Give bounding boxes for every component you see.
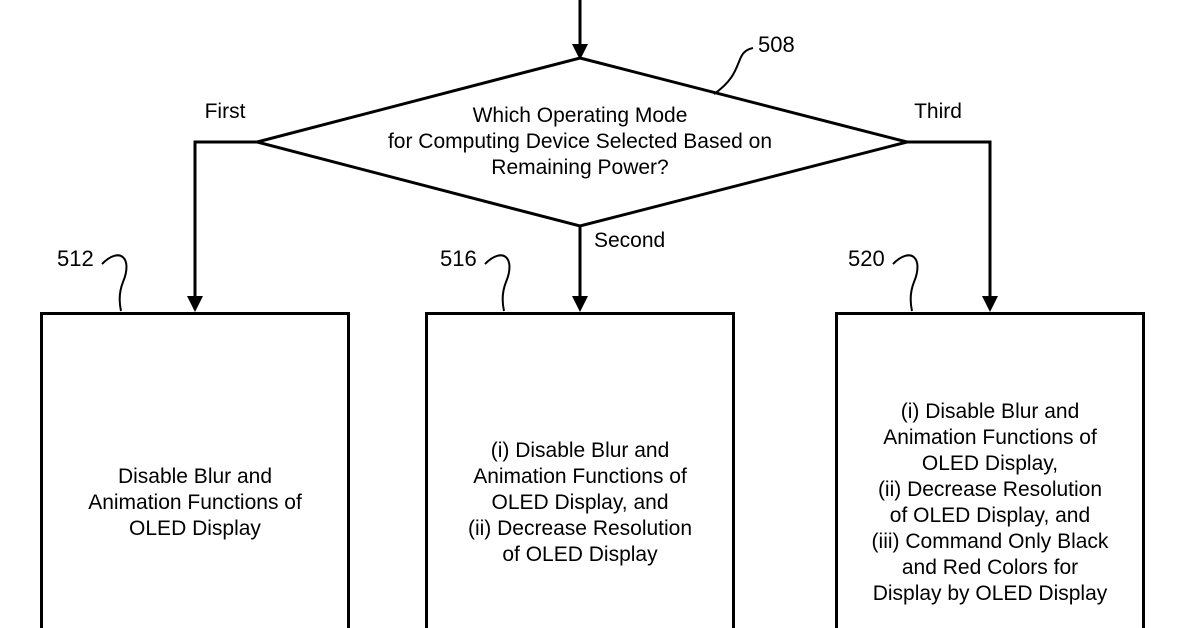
process-box-516: (i) Disable Blur and Animation Functions…	[425, 312, 735, 628]
process-box-520: (i) Disable Blur and Animation Functions…	[835, 312, 1145, 628]
process-box-516-text: (i) Disable Blur and Animation Functions…	[467, 439, 693, 566]
ref-label-516: 516	[440, 246, 477, 271]
branch-label-second: Second	[594, 229, 666, 252]
ref-label-512: 512	[57, 246, 94, 271]
ref-line-516	[484, 254, 511, 312]
ref-line-508	[713, 47, 754, 95]
process-box-512-text: Disable Blur and Animation Functions of …	[88, 465, 302, 540]
branch-label-third: Third	[914, 100, 962, 123]
process-box-520-text: (i) Disable Blur and Animation Functions…	[871, 400, 1109, 605]
ref-label-508: 508	[758, 32, 795, 57]
branch-line-first	[193, 140, 257, 298]
process-box-512: Disable Blur and Animation Functions of …	[40, 312, 350, 628]
branch-line-third	[907, 140, 992, 298]
decision-text: Which Operating Mode for Computing Devic…	[387, 104, 773, 179]
branch-label-first: First	[204, 100, 246, 123]
arrowhead-second	[572, 296, 588, 312]
arrowhead-top	[572, 44, 588, 60]
ref-line-512	[101, 254, 128, 312]
arrowhead-third	[982, 296, 998, 312]
ref-label-520: 520	[848, 246, 885, 271]
ref-line-520	[892, 254, 919, 312]
arrowhead-first	[187, 296, 203, 312]
